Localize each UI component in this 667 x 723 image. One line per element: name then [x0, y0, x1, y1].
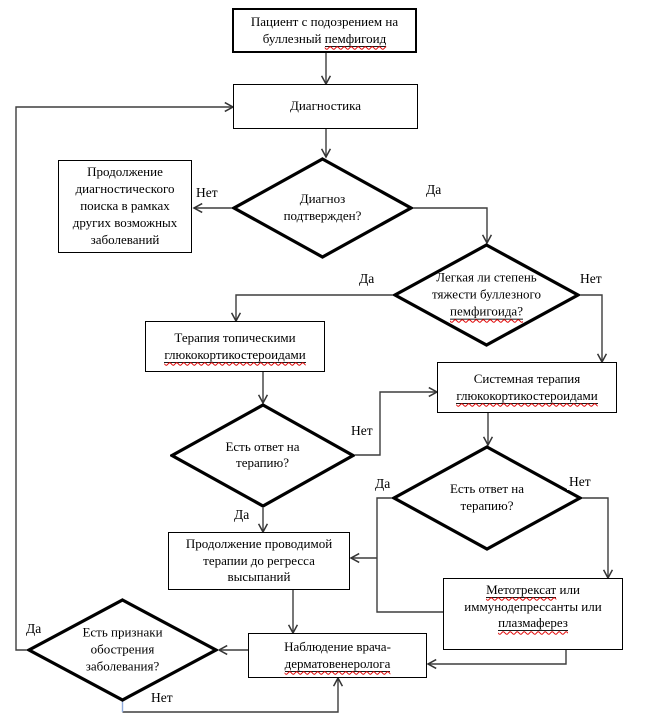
- node-methotrexate-text: Метотрексат или иммунодепрессанты или пл…: [464, 581, 602, 632]
- node-diagnostics-text: Диагностика: [289, 98, 361, 114]
- node-continue-search: Продолжение диагностического поиска в ра…: [58, 160, 192, 253]
- label-yes-response1: Да: [232, 507, 252, 523]
- node-observation-text: Наблюдение врача-дерматовенеролога: [284, 638, 391, 672]
- diamond-shape: [170, 403, 355, 508]
- decision-response-topical: Есть ответ на терапию?: [170, 403, 355, 508]
- connector-diagnosis-yes: [413, 207, 493, 245]
- diamond-shape: [27, 598, 218, 702]
- node-methotrexate: Метотрексат или иммунодепрессанты или пл…: [443, 578, 623, 650]
- connector-exacerbation-no-loop: [122, 676, 344, 713]
- misspelled-word: дерматовенеролога: [284, 655, 391, 672]
- node-systemic-therapy: Системная терапия глюкокортикостероидами: [437, 362, 617, 413]
- decision-diagnosis-text: Диагноз подтвержден?: [283, 191, 362, 223]
- label-yes-response2: Да: [373, 476, 393, 492]
- connector-response2-no: [582, 497, 614, 580]
- node-continue-search-text: Продолжение диагностического поиска в ра…: [72, 164, 178, 247]
- node-patient-text: Пациент с подозрением на буллезный пемфи…: [250, 13, 399, 47]
- node-continue-therapy-text: Продолжение проводимой терапии до регрес…: [185, 535, 333, 585]
- connector-methotrexate-to-observation: [426, 650, 567, 670]
- decision-exacerbation: Есть признаки обострения заболевания?: [27, 598, 218, 702]
- decision-exacerbation-text: Есть признаки обострения заболевания?: [82, 624, 163, 674]
- misspelled-word: плазмаферез: [498, 615, 568, 632]
- connector-severity-yes: [230, 294, 393, 323]
- label-no-response1: Нет: [349, 423, 375, 439]
- decision-severity-text: Легкая ли степень тяжести буллезного пем…: [431, 269, 542, 320]
- node-continue-therapy: Продолжение проводимой терапии до регрес…: [168, 532, 350, 590]
- misspelled-word: Метотрексат: [486, 581, 557, 598]
- node-patient: Пациент с подозрением на буллезный пемфи…: [232, 8, 417, 53]
- decision-response1-text: Есть ответ на терапию?: [225, 438, 300, 471]
- node-observation: Наблюдение врача-дерматовенеролога: [248, 633, 427, 678]
- decision-response2-text: Есть ответ на терапию?: [449, 481, 525, 513]
- connector-severity-no: [580, 294, 608, 364]
- connector-exacerbation-yes-loop: [15, 101, 235, 651]
- decision-response-systemic: Есть ответ на терапию?: [392, 445, 582, 551]
- label-no-severity: Нет: [578, 271, 604, 287]
- node-topical-therapy: Терапия топическими глюкокортикостероида…: [145, 321, 325, 372]
- decision-diagnosis-confirmed: Диагноз подтвержден?: [232, 157, 413, 259]
- diamond-shape: [232, 157, 413, 259]
- connector-response2-yes-merge: [376, 497, 443, 613]
- label-no-response2: Нет: [567, 474, 593, 490]
- label-yes-diagnosis: Да: [424, 182, 444, 198]
- diamond-shape: [393, 243, 580, 347]
- diamond-shape: [392, 445, 582, 551]
- connector-response1-no: [355, 386, 439, 456]
- node-diagnostics: Диагностика: [233, 84, 418, 129]
- label-no-diagnosis: Нет: [194, 185, 220, 201]
- misspelled-word: пемфигоид: [324, 30, 387, 47]
- misspelled-word: глюкокортикостероидами: [456, 387, 598, 404]
- node-topical-therapy-text: Терапия топическими глюкокортикостероида…: [164, 329, 306, 363]
- misspelled-word: глюкокортикостероидами: [164, 346, 306, 363]
- label-yes-exacerbation: Да: [24, 621, 44, 637]
- decision-severity-mild: Легкая ли степень тяжести буллезного пем…: [393, 243, 580, 347]
- label-no-exacerbation: Нет: [149, 690, 175, 706]
- node-systemic-therapy-text: Системная терапия глюкокортикостероидами: [456, 370, 598, 404]
- label-yes-severity: Да: [357, 271, 377, 287]
- misspelled-word: пемфигоида?: [450, 303, 523, 320]
